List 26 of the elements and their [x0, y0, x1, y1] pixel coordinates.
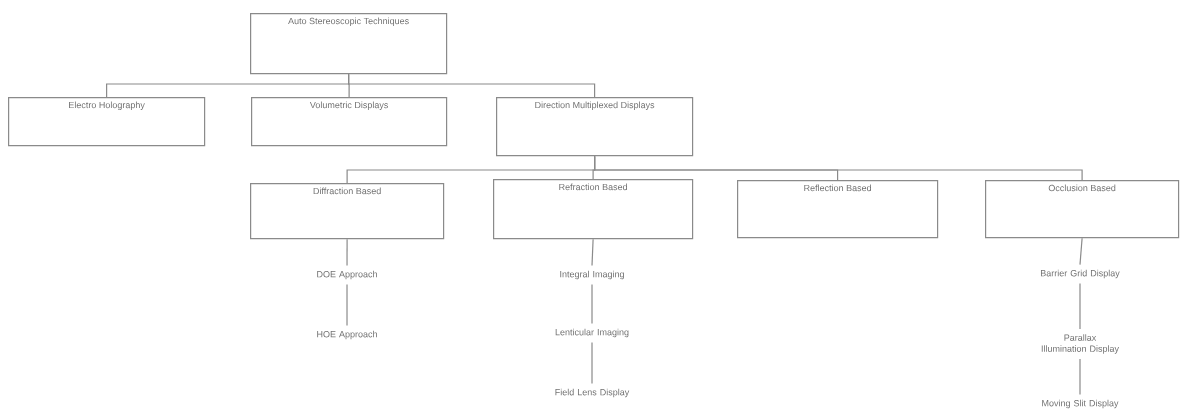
category-box: Reflection Based [737, 180, 939, 239]
category-box: Refraction Based [493, 179, 694, 240]
connector-line [1079, 358, 1081, 396]
category-box: Direction Multiplexed Displays [496, 97, 694, 157]
category-box: Auto Stereoscopic Techniques [250, 13, 448, 75]
category-box: Diffraction Based [250, 183, 445, 240]
category-box: Electro Holography [8, 97, 206, 147]
technique-label: Barrier Grid Display [1041, 269, 1120, 279]
technique-label: Lenticular Imaging [555, 328, 629, 338]
connector-line [1079, 237, 1083, 266]
connector-line [591, 283, 593, 325]
technique-label: Integral Imaging [560, 270, 624, 280]
connector-line [591, 341, 593, 385]
category-box: Occlusion Based [985, 180, 1180, 239]
technique-label: DOE Approach [317, 270, 377, 280]
technique-label: HOE Approach [317, 330, 377, 340]
technique-label: Field Lens Display [555, 388, 630, 398]
tree-connector [594, 155, 1083, 181]
technique-label: Parallax Illumination Display [1041, 334, 1119, 354]
category-box: Volumetric Displays [251, 97, 448, 147]
connector-line [591, 238, 594, 267]
connector-line [1079, 282, 1081, 330]
technique-label: Moving Slit Display [1042, 399, 1119, 409]
connector-line [346, 283, 348, 327]
connector-line [346, 238, 348, 267]
tree-connector [348, 73, 596, 98]
